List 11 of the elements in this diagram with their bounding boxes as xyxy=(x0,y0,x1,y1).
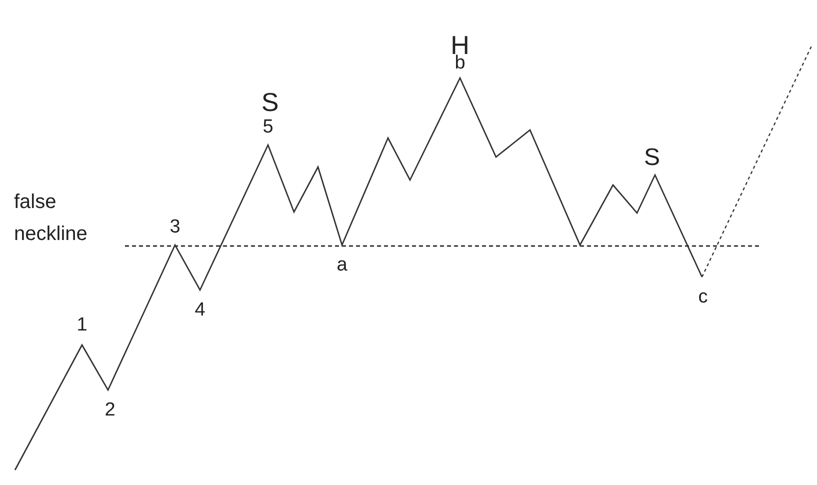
wave-label: 1 xyxy=(76,316,88,334)
wave-label: a xyxy=(336,256,348,274)
wave-label: 3 xyxy=(170,218,180,236)
wave-label: 5 xyxy=(262,118,274,136)
neckline-label: false neckline xyxy=(14,190,88,247)
wave-label: c xyxy=(698,288,708,306)
pattern-label: S xyxy=(261,89,279,115)
pattern-label: S xyxy=(644,146,660,170)
wave-label: 2 xyxy=(104,400,116,420)
wave-label: 4 xyxy=(194,300,206,320)
wave-label: b xyxy=(454,54,466,72)
